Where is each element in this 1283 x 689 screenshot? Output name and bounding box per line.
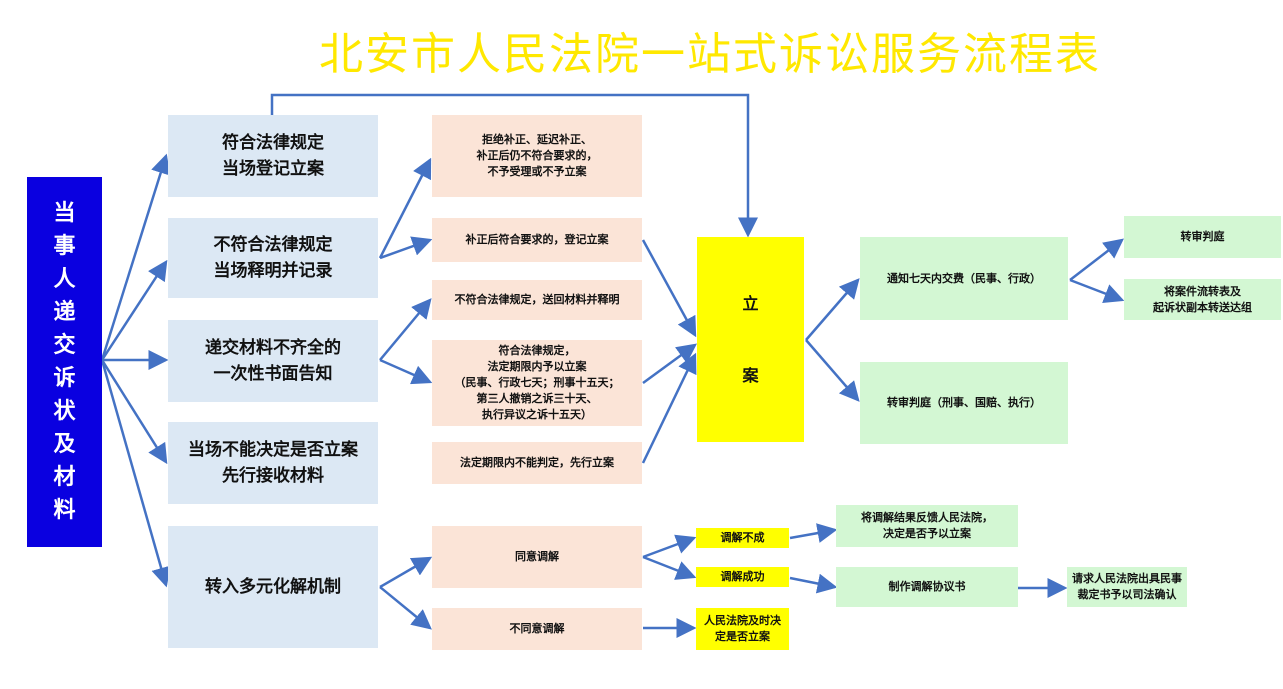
- mediation-feedback: 将调解结果反馈人民法院， 决定是否予以立案: [836, 505, 1018, 547]
- court-decides: 人民法院及时决 定是否立案: [696, 608, 789, 650]
- mediation-agreement: 制作调解协议书: [836, 567, 1018, 607]
- transfer-tribunal-criminal: 转审判庭（刑事、国赔、执行）: [860, 362, 1068, 444]
- outcome-statutory: 符合法律规定， 法定期限内予以立案 （民事、行政七天；刑事十五天； 第三人撤销之…: [432, 340, 642, 426]
- outcome-reject: 拒绝补正、延迟补正、 补正后仍不符合要求的， 不予受理或不予立案: [432, 115, 642, 197]
- transfer-service-group: 将案件流转表及 起诉状副本转送达组: [1124, 279, 1281, 320]
- judicial-confirmation: 请求人民法院出具民事 裁定书予以司法确认: [1067, 567, 1187, 607]
- intake-explain: 不符合法律规定 当场释明并记录: [168, 218, 378, 298]
- intake-register: 符合法律规定 当场登记立案: [168, 115, 378, 197]
- intake-incomplete: 递交材料不齐全的 一次性书面告知: [168, 320, 378, 402]
- case-filing: 立 案: [697, 237, 804, 442]
- notify-fee: 通知七天内交费（民事、行政）: [860, 237, 1068, 320]
- outcome-returned: 不符合法律规定，送回材料并释明: [432, 280, 642, 320]
- transfer-tribunal: 转审判庭: [1124, 216, 1281, 258]
- mediation-agree: 同意调解: [432, 526, 642, 588]
- page-title: 北安市人民法院一站式诉讼服务流程表: [319, 29, 1101, 80]
- outcome-prefile: 法定期限内不能判定，先行立案: [432, 442, 642, 484]
- mediation-disagree: 不同意调解: [432, 608, 642, 650]
- intake-undecided: 当场不能决定是否立案 先行接收材料: [168, 422, 378, 504]
- intake-mediation: 转入多元化解机制: [168, 526, 378, 648]
- outcome-corrected: 补正后符合要求的，登记立案: [432, 218, 642, 262]
- mediation-success: 调解成功: [696, 567, 789, 587]
- start-litigant-submits: 当 事 人 递 交 诉 状 及 材 料: [27, 177, 102, 547]
- mediation-failed: 调解不成: [696, 528, 789, 548]
